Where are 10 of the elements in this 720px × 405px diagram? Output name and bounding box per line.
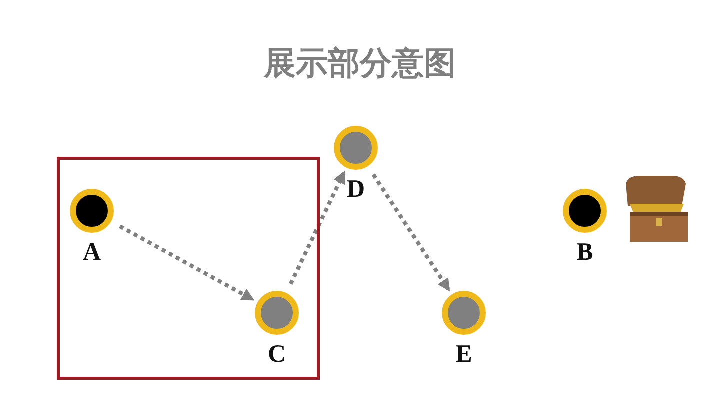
frame-box	[57, 157, 320, 380]
node-label: C	[266, 341, 288, 369]
arrow	[119, 224, 255, 302]
arrow	[289, 170, 346, 285]
node-label: B	[576, 239, 594, 267]
arrow	[372, 174, 450, 292]
node-label: D	[346, 176, 366, 204]
node-label: E	[454, 341, 474, 369]
title: 展示部分意图	[262, 43, 457, 84]
node-label: A	[82, 239, 102, 267]
